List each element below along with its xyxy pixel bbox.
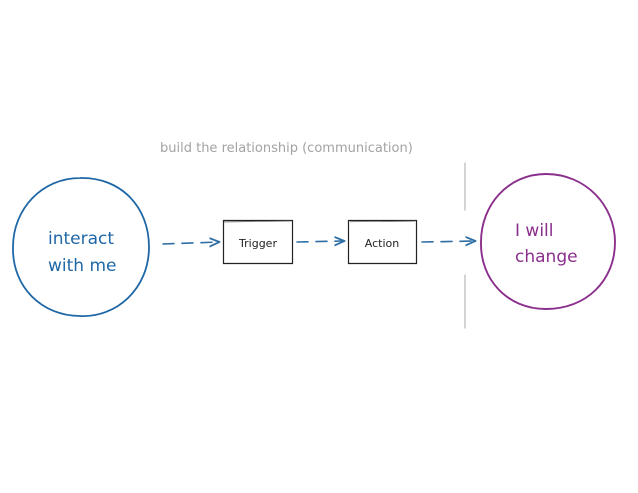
arrow-action-to-change [421,241,475,242]
interact-node-circle [12,177,150,317]
trigger-label: Trigger [238,237,277,250]
action-box: Action [347,219,418,265]
change-node-circle [480,173,616,310]
interact-node-line-1: interact [48,229,114,249]
diagram-caption: build the relationship (communication) [160,141,413,156]
action-label: Action [365,237,399,250]
change-node-line-2: change [515,247,578,267]
interact-node-line-2: with me [48,256,117,276]
trigger-box: Trigger [222,219,294,265]
change-node-line-1: I will [515,221,554,241]
arrow-interact-to-trigger [162,242,219,244]
arrow-trigger-to-action [296,241,344,242]
